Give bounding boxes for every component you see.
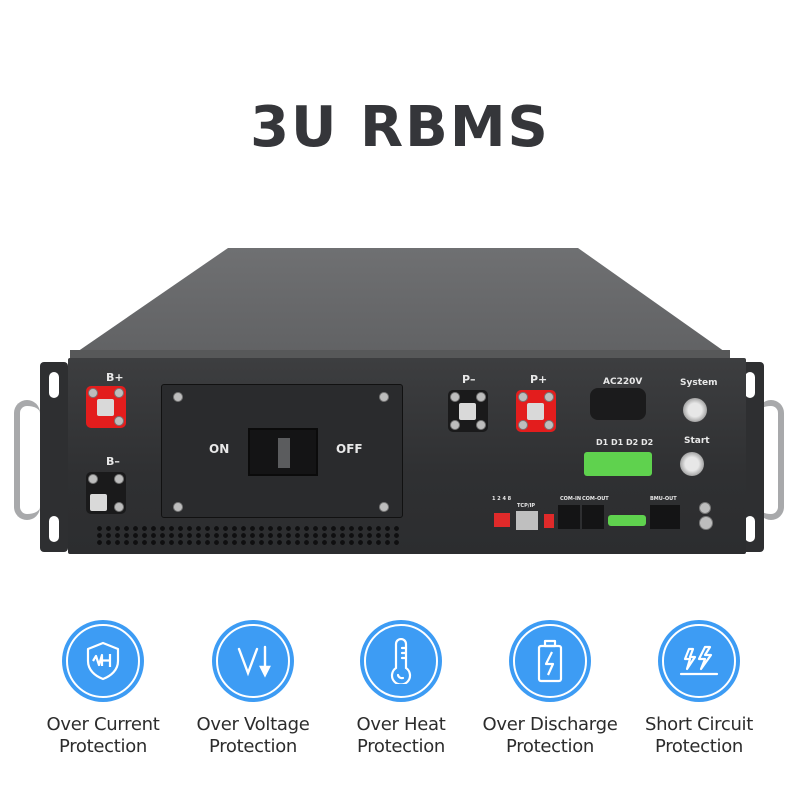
address-dip-switch[interactable] bbox=[494, 513, 510, 527]
feature-over-current: Over Current Protection bbox=[28, 620, 178, 758]
feature-label-line1: Over Heat bbox=[356, 714, 446, 735]
terminal-block-connector[interactable] bbox=[608, 515, 646, 526]
breaker-lever[interactable] bbox=[278, 438, 290, 468]
com-in-label: COM-IN bbox=[560, 496, 582, 502]
breaker-off-label: OFF bbox=[336, 442, 363, 456]
feature-label-line2: Protection bbox=[654, 736, 744, 757]
screw-icon bbox=[88, 388, 98, 398]
screw-icon bbox=[379, 392, 389, 402]
screw-icon bbox=[114, 502, 124, 512]
dip-number-label: 1 2 4 8 bbox=[492, 496, 512, 502]
terminal-stud bbox=[90, 494, 107, 511]
screw-icon bbox=[544, 392, 554, 402]
dry-contact-label: D1 D1 D2 D2 bbox=[596, 438, 654, 447]
screw-icon bbox=[450, 392, 460, 402]
ac220v-label: AC220V bbox=[603, 377, 643, 387]
short-circuit-icon bbox=[679, 645, 719, 676]
protection-features: Over Current Protection Over Voltage Pro… bbox=[0, 620, 800, 800]
shield-current-icon bbox=[86, 641, 120, 681]
ground-screw-icon bbox=[699, 516, 713, 530]
com-out-port[interactable] bbox=[582, 505, 604, 529]
bmu-out-label: BMU-OUT bbox=[650, 496, 677, 502]
screw-icon bbox=[114, 474, 124, 484]
screw-icon bbox=[476, 420, 486, 430]
feature-short-circuit: Short Circuit Protection bbox=[624, 620, 774, 758]
voltage-down-icon bbox=[237, 645, 271, 678]
b-minus-label: B– bbox=[106, 455, 120, 468]
bmu-out-port[interactable] bbox=[650, 505, 680, 529]
dry-contact-connector[interactable] bbox=[584, 452, 652, 476]
com-in-port[interactable] bbox=[558, 505, 580, 529]
system-button[interactable] bbox=[683, 398, 707, 422]
com-out-label: COM-OUT bbox=[582, 496, 609, 502]
screw-icon bbox=[379, 502, 389, 512]
terminal-stud bbox=[459, 403, 476, 420]
system-button-label: System bbox=[680, 378, 718, 388]
b-plus-terminal bbox=[86, 386, 126, 428]
feature-label-line1: Over Current bbox=[46, 714, 160, 735]
page-title: 3U RBMS bbox=[250, 95, 550, 160]
ac220v-socket[interactable] bbox=[590, 388, 646, 420]
tcp-ip-port[interactable] bbox=[516, 511, 538, 530]
feature-label-line2: Protection bbox=[356, 736, 446, 757]
tcp-ip-label: TCP/IP bbox=[517, 503, 536, 509]
right-handle bbox=[758, 400, 784, 520]
battery-bolt-icon bbox=[537, 639, 563, 683]
ventilation-holes bbox=[95, 525, 403, 547]
feature-label-line2: Protection bbox=[208, 736, 298, 757]
start-button[interactable] bbox=[680, 452, 704, 476]
rack-slot bbox=[745, 372, 755, 398]
p-plus-terminal bbox=[516, 390, 556, 432]
screw-icon bbox=[173, 392, 183, 402]
screw-icon bbox=[173, 502, 183, 512]
left-handle bbox=[14, 400, 40, 520]
dip-switch-2[interactable] bbox=[544, 514, 554, 528]
rack-slot bbox=[745, 516, 755, 542]
rack-slot bbox=[49, 516, 59, 542]
b-plus-label: B+ bbox=[106, 371, 124, 384]
p-minus-label: P– bbox=[462, 373, 476, 386]
screw-icon bbox=[450, 420, 460, 430]
screw-icon bbox=[114, 388, 124, 398]
breaker-on-label: ON bbox=[209, 442, 230, 456]
feature-over-voltage: Over Voltage Protection bbox=[178, 620, 328, 758]
screw-icon bbox=[88, 474, 98, 484]
terminal-stud bbox=[527, 403, 544, 420]
p-minus-terminal bbox=[448, 390, 488, 432]
ground-symbol-icon bbox=[699, 502, 711, 514]
screw-icon bbox=[114, 416, 124, 426]
screw-icon bbox=[518, 392, 528, 402]
thermometer-icon bbox=[390, 638, 412, 684]
left-rack-ear bbox=[40, 362, 68, 552]
rack-slot bbox=[49, 372, 59, 398]
screw-icon bbox=[518, 420, 528, 430]
p-plus-label: P+ bbox=[530, 373, 548, 386]
feature-label-line2: Protection bbox=[505, 736, 595, 757]
b-minus-terminal bbox=[86, 472, 126, 514]
feature-over-heat: Over Heat Protection bbox=[326, 620, 476, 758]
feature-over-discharge: Over Discharge Protection bbox=[475, 620, 625, 758]
feature-label-line1: Short Circuit bbox=[644, 714, 754, 735]
screw-icon bbox=[544, 420, 554, 430]
feature-label-line1: Over Discharge bbox=[482, 714, 618, 735]
screw-icon bbox=[476, 392, 486, 402]
terminal-stud bbox=[97, 399, 114, 416]
feature-label-line2: Protection bbox=[58, 736, 148, 757]
feature-label-line1: Over Voltage bbox=[196, 714, 310, 735]
start-button-label: Start bbox=[684, 436, 710, 446]
